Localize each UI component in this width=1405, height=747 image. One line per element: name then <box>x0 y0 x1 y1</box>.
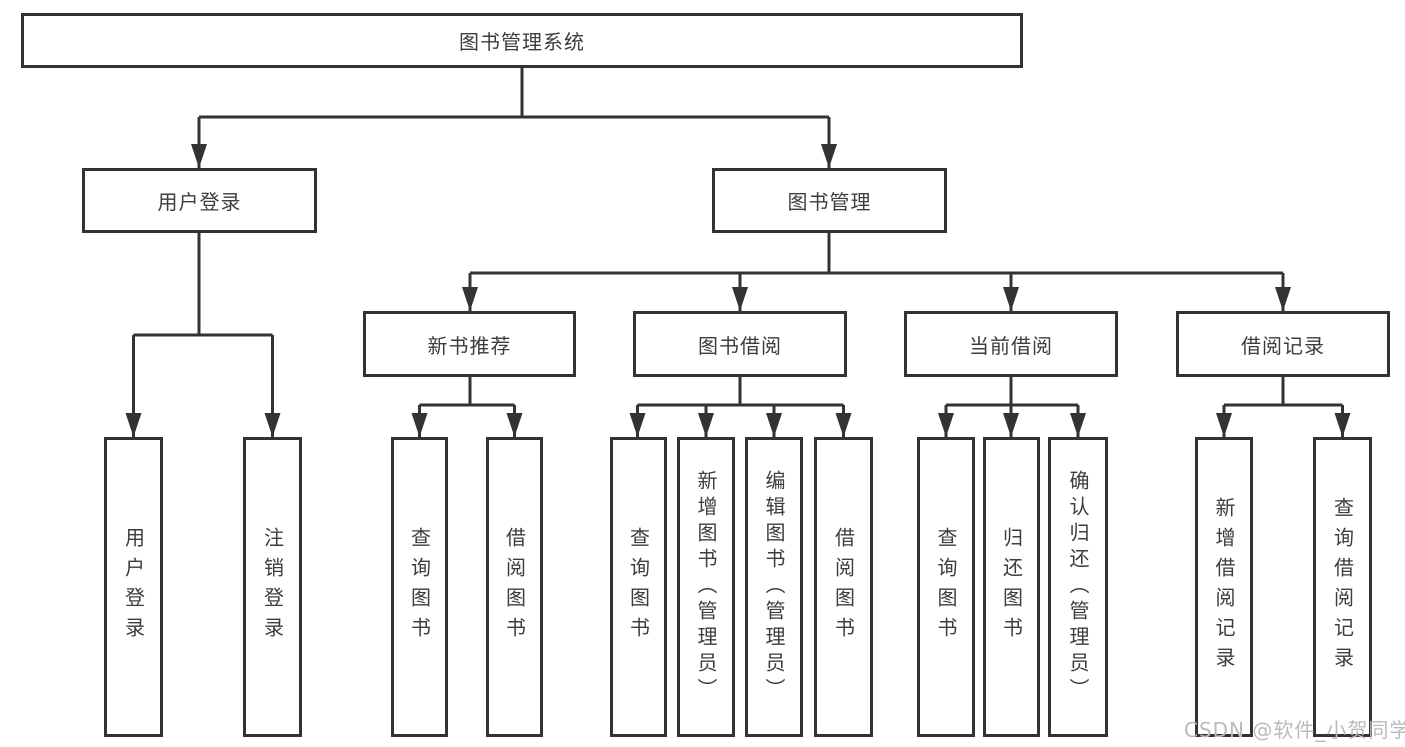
node-label: 图书借阅 <box>698 333 782 358</box>
leaf-label: 借阅图书 <box>831 527 856 647</box>
leaf-query-books-borrow: 查询图书 <box>610 437 667 737</box>
leaf-label: 注销登录 <box>260 527 285 647</box>
node-label: 新书推荐 <box>427 333 512 358</box>
leaf-label: 查询图书 <box>934 527 958 647</box>
leaf-label: 新增借阅记录 <box>1212 497 1236 677</box>
node-user-login-branch: 用户登录 <box>82 168 317 233</box>
node-label: 借阅记录 <box>1241 333 1325 358</box>
leaf-label: 查询图书 <box>626 527 651 647</box>
node-new-book-recommend: 新书推荐 <box>363 311 576 377</box>
leaf-label: 归还图书 <box>999 527 1024 647</box>
leaf-query-borrow-record: 查询借阅记录 <box>1313 437 1372 737</box>
leaf-user-login: 用户登录 <box>104 437 163 737</box>
leaf-confirm-return-admin: 确认归还（管理员） <box>1048 437 1108 737</box>
leaf-query-books-current: 查询图书 <box>917 437 975 737</box>
leaf-add-books-admin: 新增图书（管理员） <box>677 437 735 737</box>
node-label: 图书管理系统 <box>459 30 585 54</box>
leaf-label: 查询图书 <box>407 527 432 647</box>
node-current-borrowing: 当前借阅 <box>904 311 1118 377</box>
leaf-label: 借阅图书 <box>502 527 527 647</box>
leaf-label: 用户登录 <box>121 527 146 647</box>
node-label: 图书管理 <box>787 190 872 214</box>
leaf-edit-books-admin: 编辑图书（管理员） <box>745 437 803 737</box>
node-borrowing-records: 借阅记录 <box>1176 311 1390 377</box>
leaf-label: 新增图书（管理员） <box>694 470 718 704</box>
leaf-query-books-recommend: 查询图书 <box>391 437 448 737</box>
leaf-label: 编辑图书（管理员） <box>762 470 786 704</box>
csdn-watermark: CSDN @软件_小贺同学 <box>1184 718 1405 742</box>
leaf-borrow-books: 借阅图书 <box>814 437 873 737</box>
leaf-label: 确认归还（管理员） <box>1066 470 1090 704</box>
leaf-return-books: 归还图书 <box>983 437 1040 737</box>
leaf-add-borrow-record: 新增借阅记录 <box>1195 437 1253 737</box>
node-book-borrowing: 图书借阅 <box>633 311 847 377</box>
leaf-borrow-books-recommend: 借阅图书 <box>486 437 543 737</box>
node-root-system: 图书管理系统 <box>21 13 1023 68</box>
node-label: 用户登录 <box>157 190 242 214</box>
leaf-label: 查询借阅记录 <box>1330 497 1355 677</box>
node-label: 当前借阅 <box>969 333 1053 358</box>
node-book-management-branch: 图书管理 <box>712 168 947 233</box>
leaf-logout: 注销登录 <box>243 437 302 737</box>
